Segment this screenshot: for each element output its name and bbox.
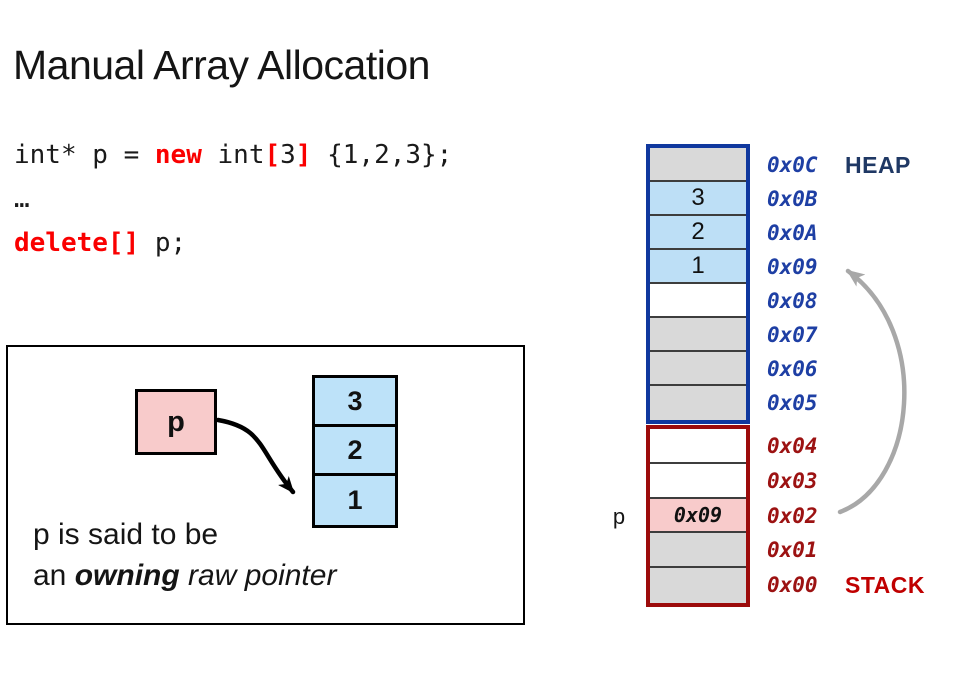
code-token: p; <box>139 228 187 258</box>
note-caption-line1: p is said to be <box>33 518 219 551</box>
array-cell: 3 <box>315 378 395 427</box>
heap-cell-0x05 <box>650 386 746 420</box>
owning-emphasis: owning <box>74 559 180 592</box>
stack-address: 0x04 <box>767 434 818 459</box>
heap-cell-0x07 <box>650 318 746 352</box>
heap-cell-0x09: 1 <box>650 250 746 284</box>
code-line-2: … <box>14 184 30 214</box>
stack-memory-column: 0x09 <box>646 425 750 607</box>
stack-cell-0x03 <box>650 463 746 499</box>
code-token: int <box>201 140 265 170</box>
array-cell: 1 <box>347 485 363 515</box>
heap-address: 0x0B <box>767 187 818 211</box>
pointer-variable-label: p <box>167 405 185 438</box>
heap-region-label: HEAP <box>845 151 911 178</box>
code-line-1: int* p = new int[3] {1,2,3}; <box>14 140 452 170</box>
heap-cell-0x08 <box>650 284 746 318</box>
heap-address: 0x06 <box>767 357 818 381</box>
pointer-value: 0x09 <box>673 502 723 527</box>
heap-cell-0x0A: 2 <box>650 216 746 250</box>
code-keyword-delete: delete[] <box>14 228 140 258</box>
stack-address: 0x02 <box>767 504 818 529</box>
note-caption-line2: an owning raw pointer <box>33 559 337 592</box>
stack-address: 0x01 <box>767 538 818 563</box>
heap-address: 0x08 <box>767 289 818 313</box>
stack-address: 0x03 <box>767 469 818 494</box>
code-keyword-new: new <box>154 140 202 170</box>
heap-cell-0x06 <box>650 352 746 386</box>
code-bracket-open: [ <box>264 140 281 170</box>
heap-address: 0x07 <box>767 323 818 347</box>
stack-pointer-name-label: p <box>612 503 626 529</box>
page-title: Manual Array Allocation <box>13 42 430 88</box>
code-bracket-close: ] <box>295 140 312 170</box>
heap-address: 0x0A <box>767 221 818 245</box>
array-cell: 2 <box>315 427 395 476</box>
code-token: {1,2,3}; <box>311 140 453 170</box>
code-line-3: delete[] p; <box>14 228 186 258</box>
stack-cell-0x01 <box>650 533 746 569</box>
pointer-variable-box: p <box>135 389 217 455</box>
heap-address: 0x09 <box>767 255 818 279</box>
heap-address: 0x05 <box>767 391 818 415</box>
heap-cell-0x0B: 3 <box>650 182 746 216</box>
heap-cell-0x0C <box>650 148 746 182</box>
code-token: 3 <box>280 140 296 170</box>
stack-cell-0x04 <box>650 429 746 464</box>
stack-cell-0x02-pointer: 0x09 <box>650 498 746 534</box>
array-box: 3 2 1 <box>312 375 398 528</box>
heap-memory-column: 3 2 1 <box>646 144 750 424</box>
stack-cell-0x00 <box>650 568 746 603</box>
stack-region-label: STACK <box>845 572 926 598</box>
stack-address: 0x00 <box>767 573 818 598</box>
note-caption: p is said to be an owning raw pointer <box>33 514 336 596</box>
heap-address: 0x0C <box>767 153 818 177</box>
code-token: int* p = <box>14 140 155 170</box>
